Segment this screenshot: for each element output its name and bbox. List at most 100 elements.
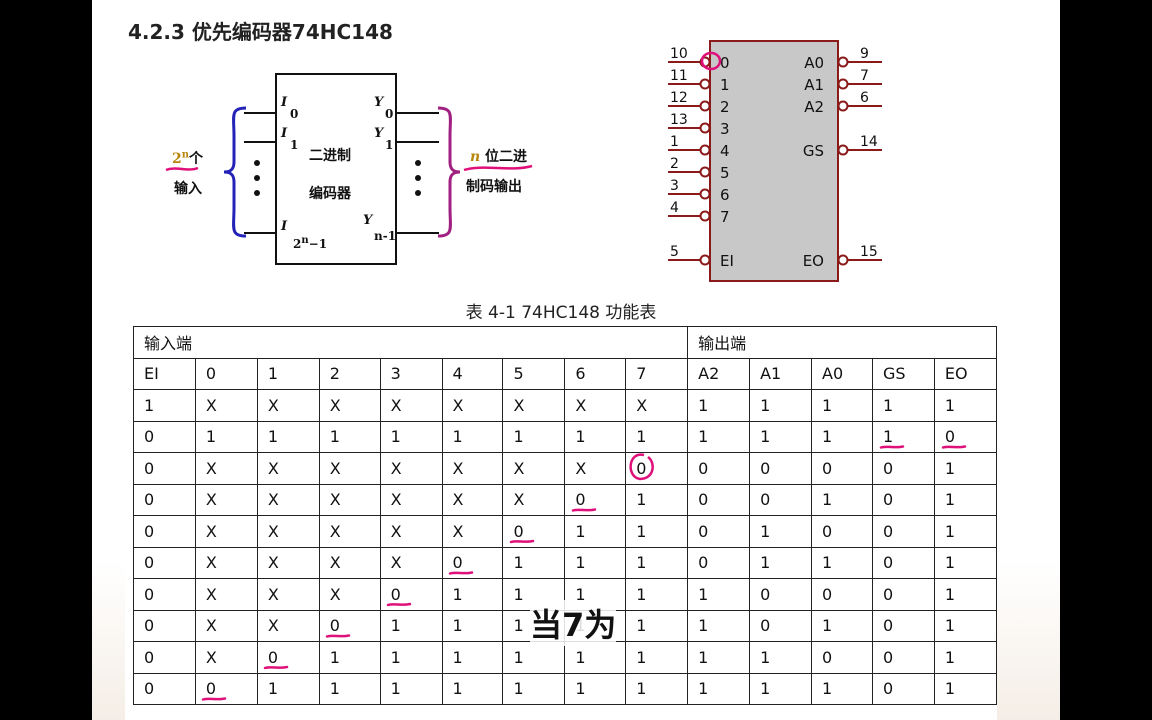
chip-left-pin-number: 12 <box>670 90 688 106</box>
chip-left-pin-number: 1 <box>670 134 679 150</box>
underline-mark <box>448 571 474 575</box>
chip-left-pin-label: EI <box>720 252 734 270</box>
table-cell: X <box>256 578 320 611</box>
chip-left-pin-bubble <box>699 254 711 266</box>
column-header-5: 5 <box>502 357 566 390</box>
table-cell: 0 <box>133 546 196 579</box>
chip-right-pin-number: 9 <box>860 46 869 62</box>
table-cell: 1 <box>811 672 873 705</box>
table-cell: 0 <box>133 452 196 485</box>
chip-right-pin-bubble <box>837 144 849 156</box>
output-0-sub: 0 <box>385 107 394 121</box>
table-cell: X <box>502 389 566 422</box>
underline-mark <box>941 445 967 449</box>
table-cell: 1 <box>625 609 689 642</box>
encoder-label-line1: 二进制 <box>309 148 351 164</box>
table-cell: 1 <box>564 641 627 674</box>
table-cell: 0 <box>502 515 566 548</box>
table-cell: X <box>194 641 258 674</box>
table-cell: X <box>502 483 566 516</box>
table-cell: X <box>441 515 504 548</box>
column-header-ei: EI <box>133 357 196 390</box>
table-cell: 0 <box>871 641 935 674</box>
input-line-0 <box>244 112 276 114</box>
output-line-n <box>397 232 439 234</box>
table-cell: 1 <box>933 483 998 516</box>
slide: 4.2.3 优先编码器74HC148 I 0 <box>92 0 1060 720</box>
chip-left-pin-bubble <box>699 100 711 112</box>
underline-mark <box>879 445 905 449</box>
chip-left-pin-label: 7 <box>720 208 730 226</box>
table-cell: X <box>379 515 443 548</box>
table-cell: 1 <box>441 578 504 611</box>
table-cell: X <box>256 515 320 548</box>
input-n-name: I <box>281 219 288 234</box>
encoder-label-line2: 编码器 <box>309 186 351 202</box>
table-cell: 1 <box>933 672 998 705</box>
column-header-1: 1 <box>256 357 320 390</box>
input-count-label: 2n个 <box>172 149 204 167</box>
table-cell: 1 <box>564 515 627 548</box>
chip-right-pin-bubble <box>837 100 849 112</box>
output-ellipsis-icon <box>415 160 421 196</box>
chip-left-pin-bubble <box>699 144 711 156</box>
table-cell: 1 <box>933 641 998 674</box>
table-cell: 0 <box>871 483 935 516</box>
table-cell: 0 <box>811 452 873 485</box>
table-cell: 1 <box>933 546 998 579</box>
table-cell: 1 <box>625 483 689 516</box>
output-n-name: Y <box>363 213 373 228</box>
chip-body <box>709 40 839 282</box>
underline-mark <box>263 665 289 670</box>
table-cell: X <box>379 546 443 579</box>
chip-right-pin-number: 14 <box>860 134 878 150</box>
table-cell: 1 <box>687 672 751 705</box>
chip-right-pin-bubble <box>837 56 849 68</box>
chip-right-pin-number: 7 <box>860 68 869 84</box>
output-line-0 <box>397 112 439 114</box>
table-cell: 0 <box>687 452 751 485</box>
output-underline-mark <box>463 164 533 172</box>
slide-title: 4.2.3 优先编码器74HC148 <box>128 20 393 44</box>
table-cell: 1 <box>502 546 566 579</box>
table-cell: 0 <box>749 578 813 611</box>
chip-left-pin-number: 3 <box>670 178 679 194</box>
chip-right-pin-bubble <box>837 254 849 266</box>
table-cell: X <box>564 389 627 422</box>
table-cell: X <box>256 483 320 516</box>
table-cell: 0 <box>811 641 873 674</box>
underline-mark <box>325 634 351 638</box>
column-header-2: 2 <box>318 357 381 390</box>
column-header-eo: EO <box>933 357 998 390</box>
table-cell: 1 <box>502 672 566 705</box>
chip-left-pin-number: 2 <box>670 156 679 172</box>
table-cell: X <box>379 389 443 422</box>
input-label: 输入 <box>174 181 202 197</box>
table-cell: X <box>256 546 320 579</box>
table-cell: 1 <box>749 546 813 579</box>
table-cell: 1 <box>811 483 873 516</box>
chip-left-pin-label: 2 <box>720 98 730 116</box>
table-cell: 1 <box>933 515 998 548</box>
chip-left-pin-bubble <box>699 122 711 134</box>
table-cell: 1 <box>256 420 320 453</box>
table-cell: 1 <box>256 672 320 705</box>
table-cell: X <box>256 609 320 642</box>
table-cell: X <box>256 389 320 422</box>
table-cell: 1 <box>133 389 196 422</box>
underline-mark <box>201 697 227 701</box>
left-brace-icon <box>223 106 247 238</box>
chip-left-pin-number: 10 <box>670 46 688 62</box>
underline-mark <box>386 602 412 607</box>
table-cell: 1 <box>933 609 998 642</box>
table-cell: X <box>194 452 258 485</box>
